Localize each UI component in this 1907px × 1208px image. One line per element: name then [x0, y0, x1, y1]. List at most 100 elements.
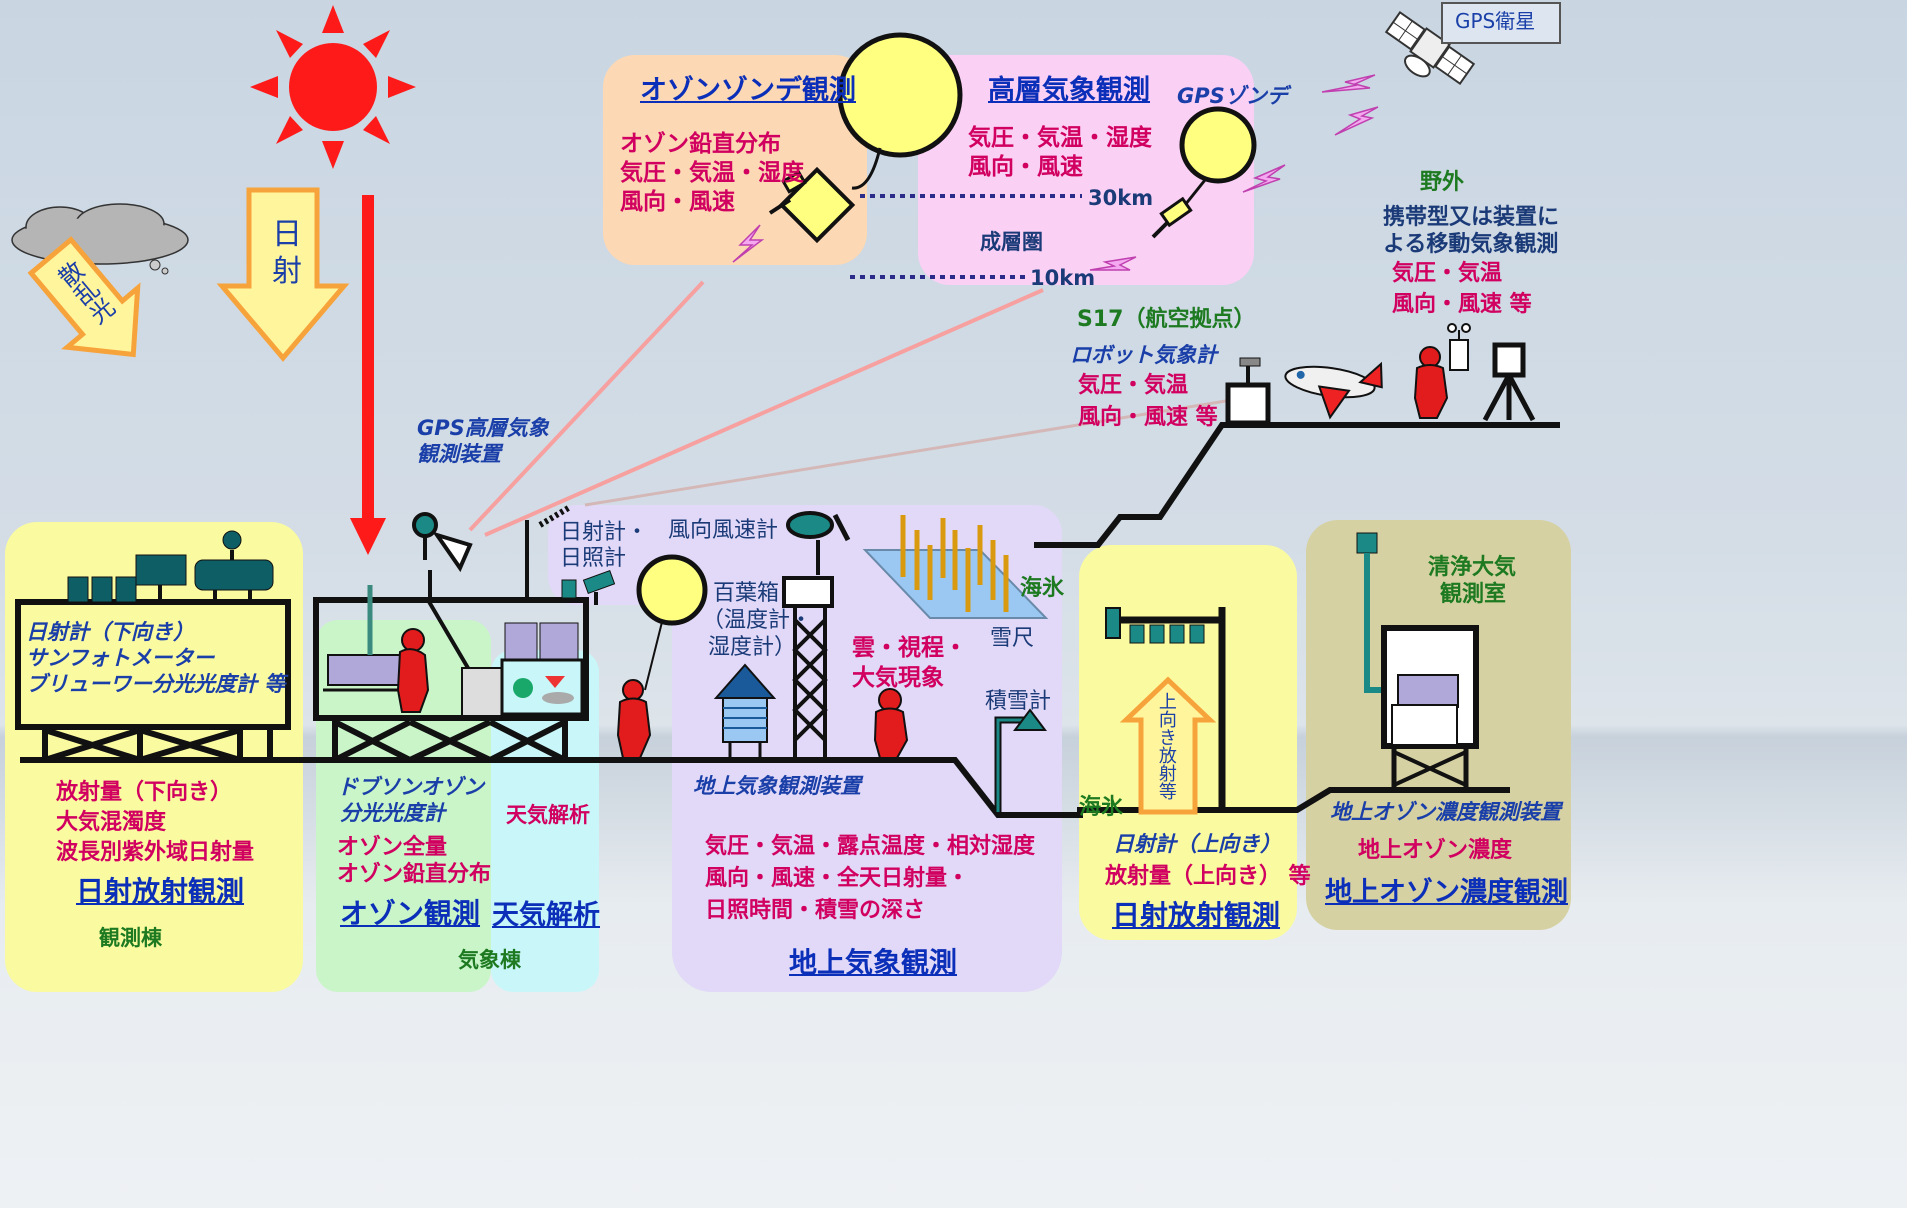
- clean-air-room-label-1: 清浄大気: [1428, 555, 1517, 580]
- radiation-left-device-1: 日射計（下向き）: [26, 620, 194, 644]
- ozonesonde-item-1: オゾン鉛直分布: [620, 131, 781, 157]
- signal-bolt-icon: [1334, 106, 1379, 136]
- sunshine-meter-label-2: 日照計: [560, 546, 627, 571]
- snow-stake-field-icon: [862, 515, 1049, 619]
- ozonesonde-item-3: 風向・風速: [620, 189, 735, 215]
- surface-item-2: 風向・風速・全天日射量・: [705, 866, 970, 891]
- s17-item-2: 風向・風速 等: [1078, 405, 1218, 430]
- stevenson-screen-icon: [713, 663, 777, 760]
- ground-line: [20, 757, 1510, 818]
- upward-radiation-arrow-label: 上向き放射等: [1155, 692, 1177, 800]
- surface-item-3: 日照時間・積雪の深さ: [705, 898, 926, 923]
- launch-balloon-icon: [636, 554, 708, 691]
- handheld-anemometer-icon: [1447, 323, 1471, 371]
- clouds-obs-label-1: 雲・視程・: [852, 635, 967, 661]
- upper-air-item-1: 気圧・気温・湿度: [968, 125, 1152, 151]
- field-title: 野外: [1420, 170, 1465, 195]
- sunshine-meter-icon: [561, 569, 616, 605]
- ozonesonde-item-2: 気圧・気温・湿度: [620, 160, 804, 186]
- clouds-obs-label-2: 大気現象: [852, 665, 944, 691]
- scattered-light-arrow-icon: [27, 236, 141, 358]
- robot-weather-station-icon: [1225, 357, 1271, 426]
- surface-device-label: 地上気象観測装置: [693, 774, 861, 798]
- robot-weather-station-label: ロボット気象計: [1070, 343, 1217, 367]
- upward-radiation-arrow-icon: [1119, 676, 1217, 815]
- snow-depth-meter-label: 積雪計: [985, 689, 1052, 714]
- wind-tower-icon: [782, 511, 851, 760]
- signal-bolt-icon: [1321, 74, 1376, 93]
- stratosphere-label: 成層圏: [980, 230, 1043, 254]
- cloud-icon: [11, 203, 189, 275]
- anemometer-label: 風向風速計: [668, 518, 779, 543]
- clean-air-station-icon: [1356, 532, 1479, 790]
- field-item-2: 風向・風速 等: [1392, 292, 1532, 317]
- field-desc-1: 携帯型又は装置に: [1383, 205, 1560, 230]
- radiation-left-device-2: サンフォトメーター: [26, 646, 215, 670]
- surface-ozone-nav-link[interactable]: 地上オゾン濃度観測: [1325, 877, 1568, 908]
- radiation-left-item-3: 波長別紫外域日射量: [56, 840, 255, 865]
- surface-ozone-device: 地上オゾン濃度観測装置: [1330, 800, 1561, 824]
- airplane-icon: [1284, 361, 1383, 420]
- snow-depth-meter-icon: [994, 708, 1047, 812]
- ozone-item-1: オゾン全量: [337, 835, 448, 860]
- signal-bolt-icon: [1089, 256, 1137, 271]
- altitude-30km-label: 30km: [1088, 186, 1154, 210]
- gps-satellite-icon: [1384, 10, 1476, 86]
- field-desc-2: よる移動気象観測: [1383, 232, 1559, 257]
- surface-nav-link[interactable]: 地上気象観測: [789, 946, 958, 979]
- observation-building-label: 観測棟: [99, 926, 162, 950]
- radiation-left-device-3: ブリューワー分光光度計 等: [26, 672, 286, 696]
- shelter-label-1: 百葉箱: [713, 581, 780, 606]
- upward-radiometer-icon: [1105, 607, 1226, 812]
- tripod-station-icon: [1482, 342, 1536, 422]
- radiation-left-item-1: 放射量（下向き）: [56, 780, 233, 805]
- roof-instruments-icon: [67, 530, 274, 603]
- dobson-label-1: ドブソンオゾン: [337, 775, 484, 799]
- weather-analysis-nav-link[interactable]: 天気解析: [492, 900, 600, 931]
- gps-station-label-1: GPS高層気象: [417, 416, 549, 440]
- direct-sunlight-label-1: 日: [272, 217, 302, 252]
- ozone-nav-link[interactable]: オゾン観測: [340, 897, 481, 930]
- shelter-label-3: 湿度計）: [708, 635, 797, 660]
- direct-sunlight-arrow-icon: [216, 187, 350, 362]
- weather-analysis-item: 天気解析: [506, 803, 590, 827]
- sunshine-meter-label-1: 日射計・: [560, 520, 649, 545]
- radiation-right-item: 放射量（上向き） 等: [1105, 864, 1311, 889]
- gps-sonde-label: GPSゾンデ: [1177, 84, 1288, 108]
- surface-item-1: 気圧・気温・露点温度・相対湿度: [705, 834, 1036, 859]
- red-radiation-arrow-icon: [350, 195, 386, 555]
- shelter-label-2: （温度計・: [702, 608, 813, 633]
- gps-station-label-2: 観測装置: [417, 442, 501, 466]
- radiation-right-device: 日射計（上向き）: [1113, 832, 1281, 856]
- direct-sunlight-label-2: 射: [272, 254, 302, 289]
- upper-air-nav-link[interactable]: 高層気象観測: [988, 75, 1150, 106]
- person-icon: [873, 688, 909, 759]
- person-icon: [396, 628, 430, 713]
- dobson-label-2: 分光光度計: [340, 801, 445, 825]
- person-icon: [616, 679, 652, 759]
- ozone-item-2: オゾン鉛直分布: [337, 862, 492, 887]
- gps-satellite-label-box: [1441, 2, 1561, 44]
- meteorological-building-icon: [313, 597, 589, 763]
- person-icon: [1413, 346, 1449, 419]
- signal-bolt-icon: [732, 224, 765, 263]
- sun-icon: [250, 5, 416, 169]
- gps-sonde-balloon-icon: [1151, 106, 1257, 239]
- s17-title: S17（航空拠点）: [1077, 307, 1256, 332]
- sea-ice-right-label: 海氷: [1020, 576, 1065, 601]
- radiation-left-nav-link[interactable]: 日射放射観測: [76, 875, 245, 908]
- field-item-1: 気圧・気温: [1392, 261, 1503, 286]
- slope-line: [1034, 422, 1560, 548]
- ozonesonde-nav-link[interactable]: オゾンゾンデ観測: [640, 75, 856, 106]
- upper-air-item-2: 風向・風速: [968, 154, 1083, 180]
- radiation-left-item-2: 大気混濁度: [56, 810, 167, 835]
- radiation-right-nav-link[interactable]: 日射放射観測: [1112, 899, 1281, 932]
- snow-stake-label: 雪尺: [990, 626, 1035, 651]
- s17-item-1: 気圧・気温: [1078, 373, 1189, 398]
- observation-building-icon: [15, 599, 291, 763]
- gps-satellite-label: GPS衛星: [1455, 9, 1536, 33]
- computer-terminal-icon: [461, 622, 584, 717]
- sea-ice-bottom-label: 海氷: [1079, 795, 1124, 820]
- surface-ozone-item: 地上オゾン濃度: [1358, 838, 1513, 863]
